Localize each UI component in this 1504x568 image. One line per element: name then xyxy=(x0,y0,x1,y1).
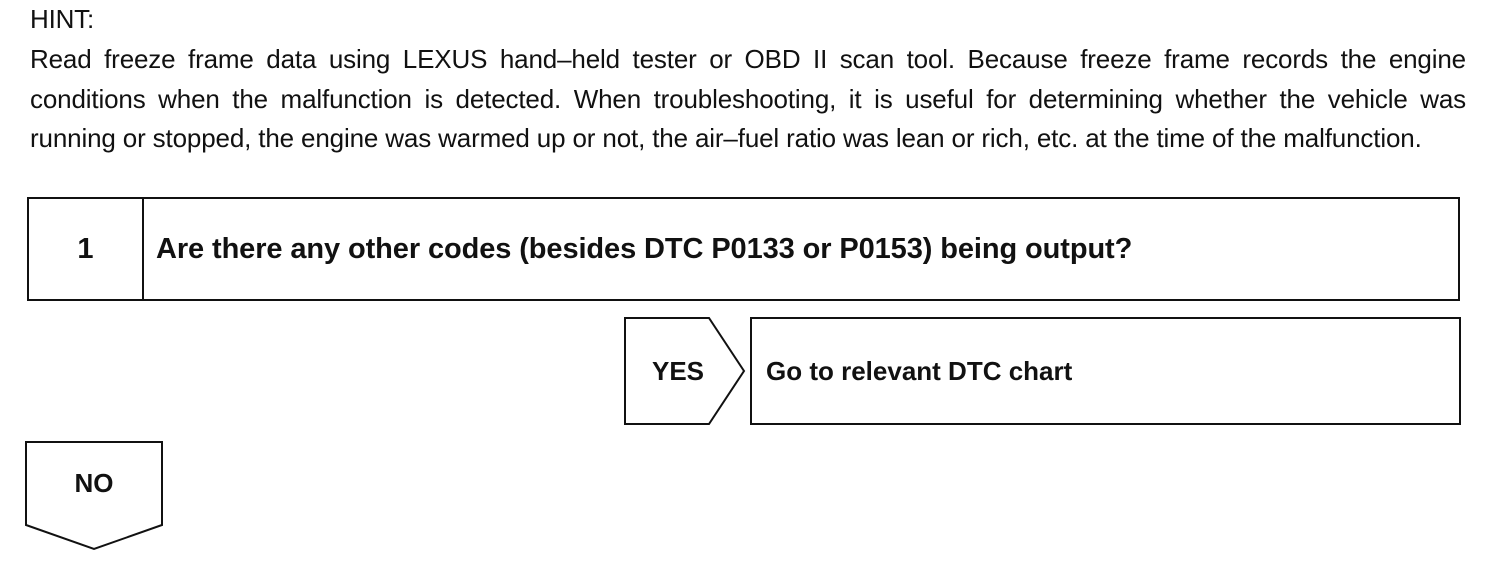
yes-label: YES xyxy=(651,355,705,386)
step-question: Are there any other codes (besides DTC P… xyxy=(156,232,1133,265)
hint-text: Read freeze frame data using LEXUS hand–… xyxy=(30,44,1466,153)
hint-label: HINT: xyxy=(30,4,95,34)
no-label: NO xyxy=(74,467,114,498)
step-box: 1 Are there any other codes (besides DTC… xyxy=(27,197,1460,301)
yes-arrow-shape xyxy=(624,317,746,425)
step-number: 1 xyxy=(29,199,144,299)
result-box: Go to relevant DTC chart xyxy=(750,317,1461,425)
no-arrow-shape xyxy=(25,441,163,551)
